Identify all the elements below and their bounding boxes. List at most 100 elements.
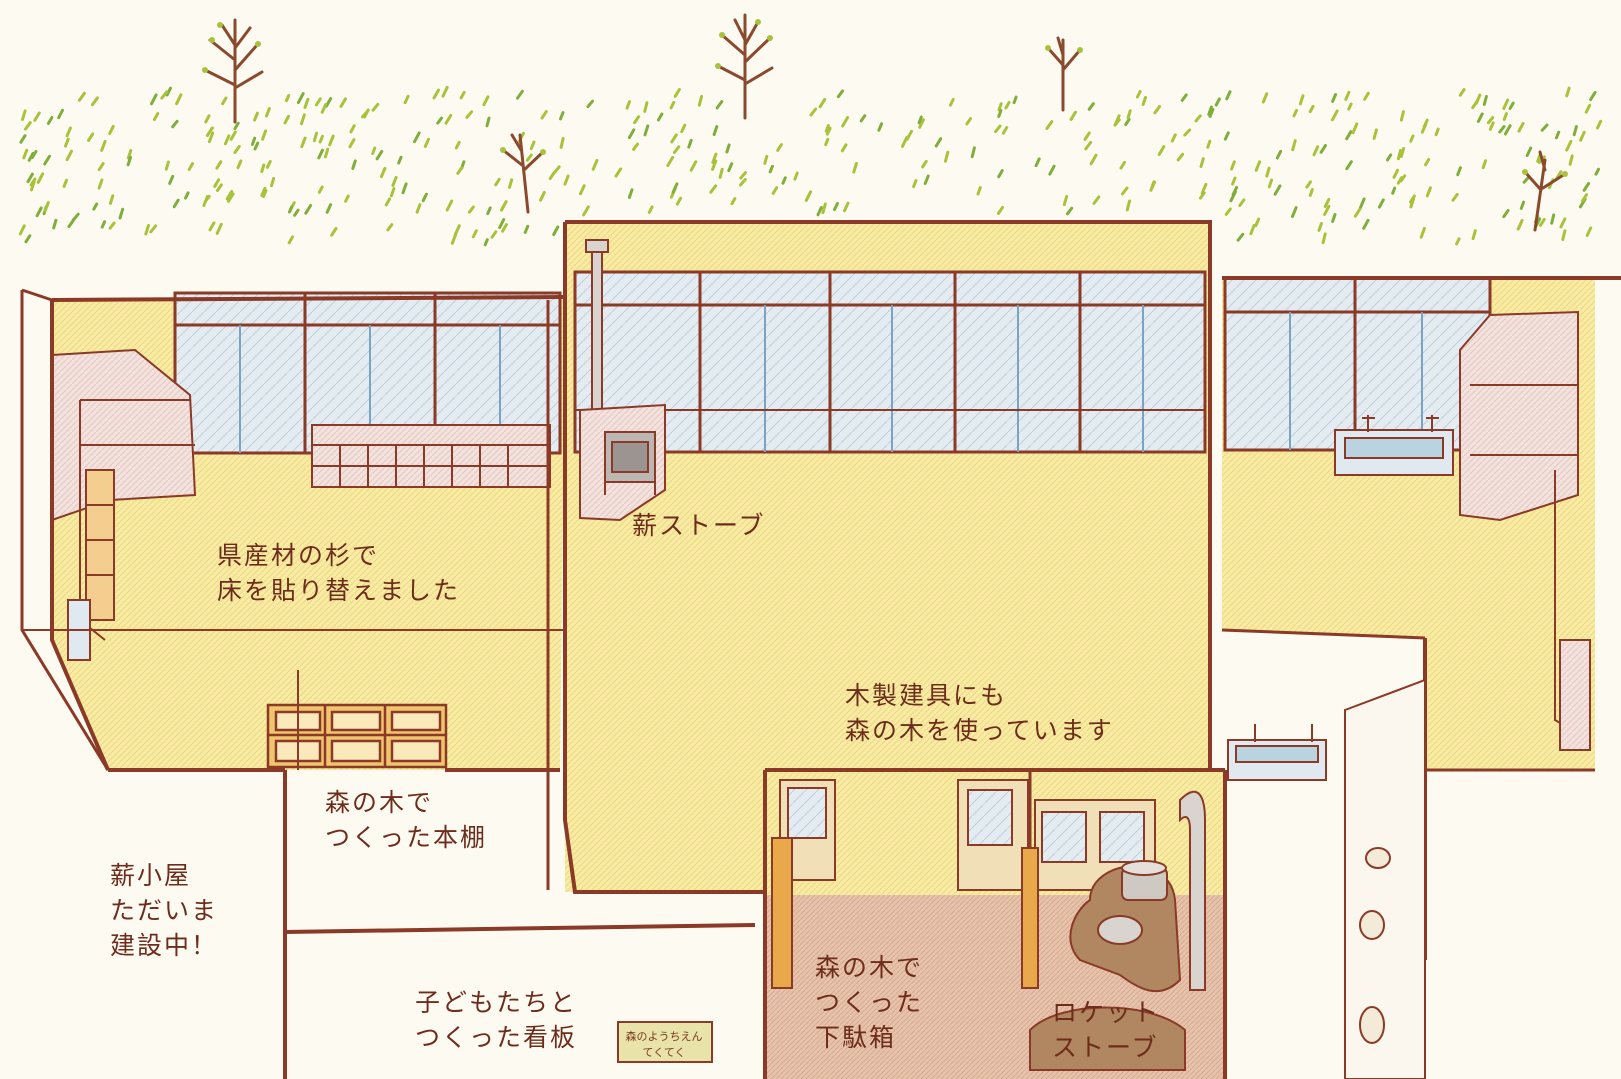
grass-tuft — [1517, 122, 1525, 133]
grass-tuft — [1249, 223, 1256, 236]
grass-tuft — [552, 165, 561, 175]
grass-tuft — [379, 166, 387, 179]
grass-tuft — [371, 146, 377, 155]
grass-tuft — [1488, 121, 1495, 131]
grass-tuft — [314, 97, 322, 107]
grass-tuft — [1001, 126, 1009, 135]
grass-tuft — [109, 194, 115, 205]
grass-tuft — [1344, 90, 1351, 101]
grass-tuft — [1084, 140, 1093, 151]
grass-tuft — [917, 115, 923, 125]
grass-tuft — [1476, 112, 1484, 123]
grass-tuft — [118, 207, 125, 220]
grass-tuft — [1291, 206, 1298, 218]
wood-stove-icon — [579, 239, 666, 522]
grass-tuft — [300, 113, 306, 126]
grass-tuft — [1150, 180, 1156, 190]
label-shoebox: 森の木で つくった 下駄箱 — [815, 953, 924, 1052]
grass-tuft — [1308, 104, 1315, 114]
grass-tuft — [711, 159, 718, 171]
grass-tuft — [1120, 186, 1129, 196]
grass-tuft — [689, 160, 698, 172]
grass-tuft — [348, 138, 356, 149]
grass-tuft — [1554, 130, 1561, 140]
grass-tuft — [1503, 124, 1512, 136]
grass-tuft — [1363, 91, 1370, 101]
grass-tuft — [1062, 195, 1069, 207]
grass-tuft — [996, 205, 1004, 215]
grass-tuft — [445, 199, 454, 212]
grass-tuft — [712, 125, 719, 137]
grass-tuft — [586, 99, 594, 109]
grass-tuft — [718, 167, 724, 179]
grass-tuft — [1399, 147, 1406, 158]
grass-tuft — [262, 189, 268, 198]
grass-tuft — [1308, 188, 1314, 197]
grass-tuft — [1230, 160, 1236, 171]
grass-tuft — [671, 182, 679, 194]
grass-tuft — [371, 102, 380, 112]
grass-tuft — [403, 94, 410, 105]
grass-tuft — [1231, 185, 1239, 196]
grass-tuft — [715, 100, 724, 110]
grass-tuft — [223, 134, 231, 146]
grass-tuft — [1434, 127, 1440, 137]
grass-tuft — [202, 195, 209, 207]
grass-tuft — [672, 145, 681, 154]
grass-tuft — [351, 159, 357, 170]
grass-tuft — [1396, 148, 1402, 161]
grass-tuft — [165, 86, 172, 97]
grass-tuft — [62, 178, 68, 188]
grass-tuft — [1069, 110, 1077, 121]
grass-tuft — [77, 91, 86, 102]
grass-tuft — [680, 123, 687, 134]
grass-tuft — [582, 205, 590, 217]
grass-tuft — [483, 238, 489, 247]
grass-tuft — [43, 154, 51, 166]
grass-tuft — [944, 150, 950, 163]
grass-tuft — [1199, 157, 1205, 169]
grass-tuft — [236, 159, 243, 170]
grass-tuft — [1065, 206, 1074, 216]
label-woodshed: 薪小屋 ただいま 建設中！ — [110, 861, 219, 960]
label-wooden-fittings: 木製建具にも 森の木を使っています — [845, 681, 1114, 745]
grass-tuft — [261, 129, 268, 141]
grass-tuft — [824, 137, 830, 147]
grass-tuft — [389, 187, 396, 198]
grass-tuft — [1585, 226, 1593, 237]
grass-tuft — [421, 192, 428, 203]
grass-tuft — [1194, 114, 1202, 123]
grass-tuft — [727, 162, 734, 173]
grass-tuft — [1486, 116, 1495, 125]
grass-tuft — [1425, 186, 1432, 198]
grass-tuft — [304, 204, 313, 215]
grass-tuft — [1125, 199, 1132, 212]
grass-tuft — [1004, 101, 1011, 110]
grass-tuft — [614, 167, 623, 178]
grass-tuft — [852, 161, 858, 174]
grass-tuft — [1550, 213, 1556, 225]
grass-tuft — [948, 98, 955, 107]
grass-tuft — [384, 197, 392, 207]
grass-tuft — [149, 224, 158, 234]
grass-tuft — [27, 151, 35, 162]
grass-tuft — [229, 130, 237, 141]
grass-tuft — [300, 136, 307, 149]
grass-tuft — [1180, 93, 1188, 102]
grass-tuft — [87, 132, 95, 142]
grass-tuft — [670, 133, 678, 144]
grass-tuft — [100, 220, 107, 229]
grass-tuft — [825, 126, 832, 136]
grass-tuft — [1502, 98, 1510, 110]
cubby-shelf — [311, 424, 551, 488]
grass-tuft — [1236, 232, 1245, 242]
grass-tuft — [627, 188, 634, 199]
grass-tuft — [675, 196, 683, 206]
grass-tuft — [552, 225, 560, 236]
grass-tuft — [1225, 90, 1232, 101]
grass-tuft — [205, 126, 214, 137]
grass-tuft — [1119, 160, 1126, 170]
grass-tuft — [1377, 198, 1385, 209]
grass-tuft — [1565, 86, 1571, 98]
grass-tuft — [1471, 229, 1477, 241]
